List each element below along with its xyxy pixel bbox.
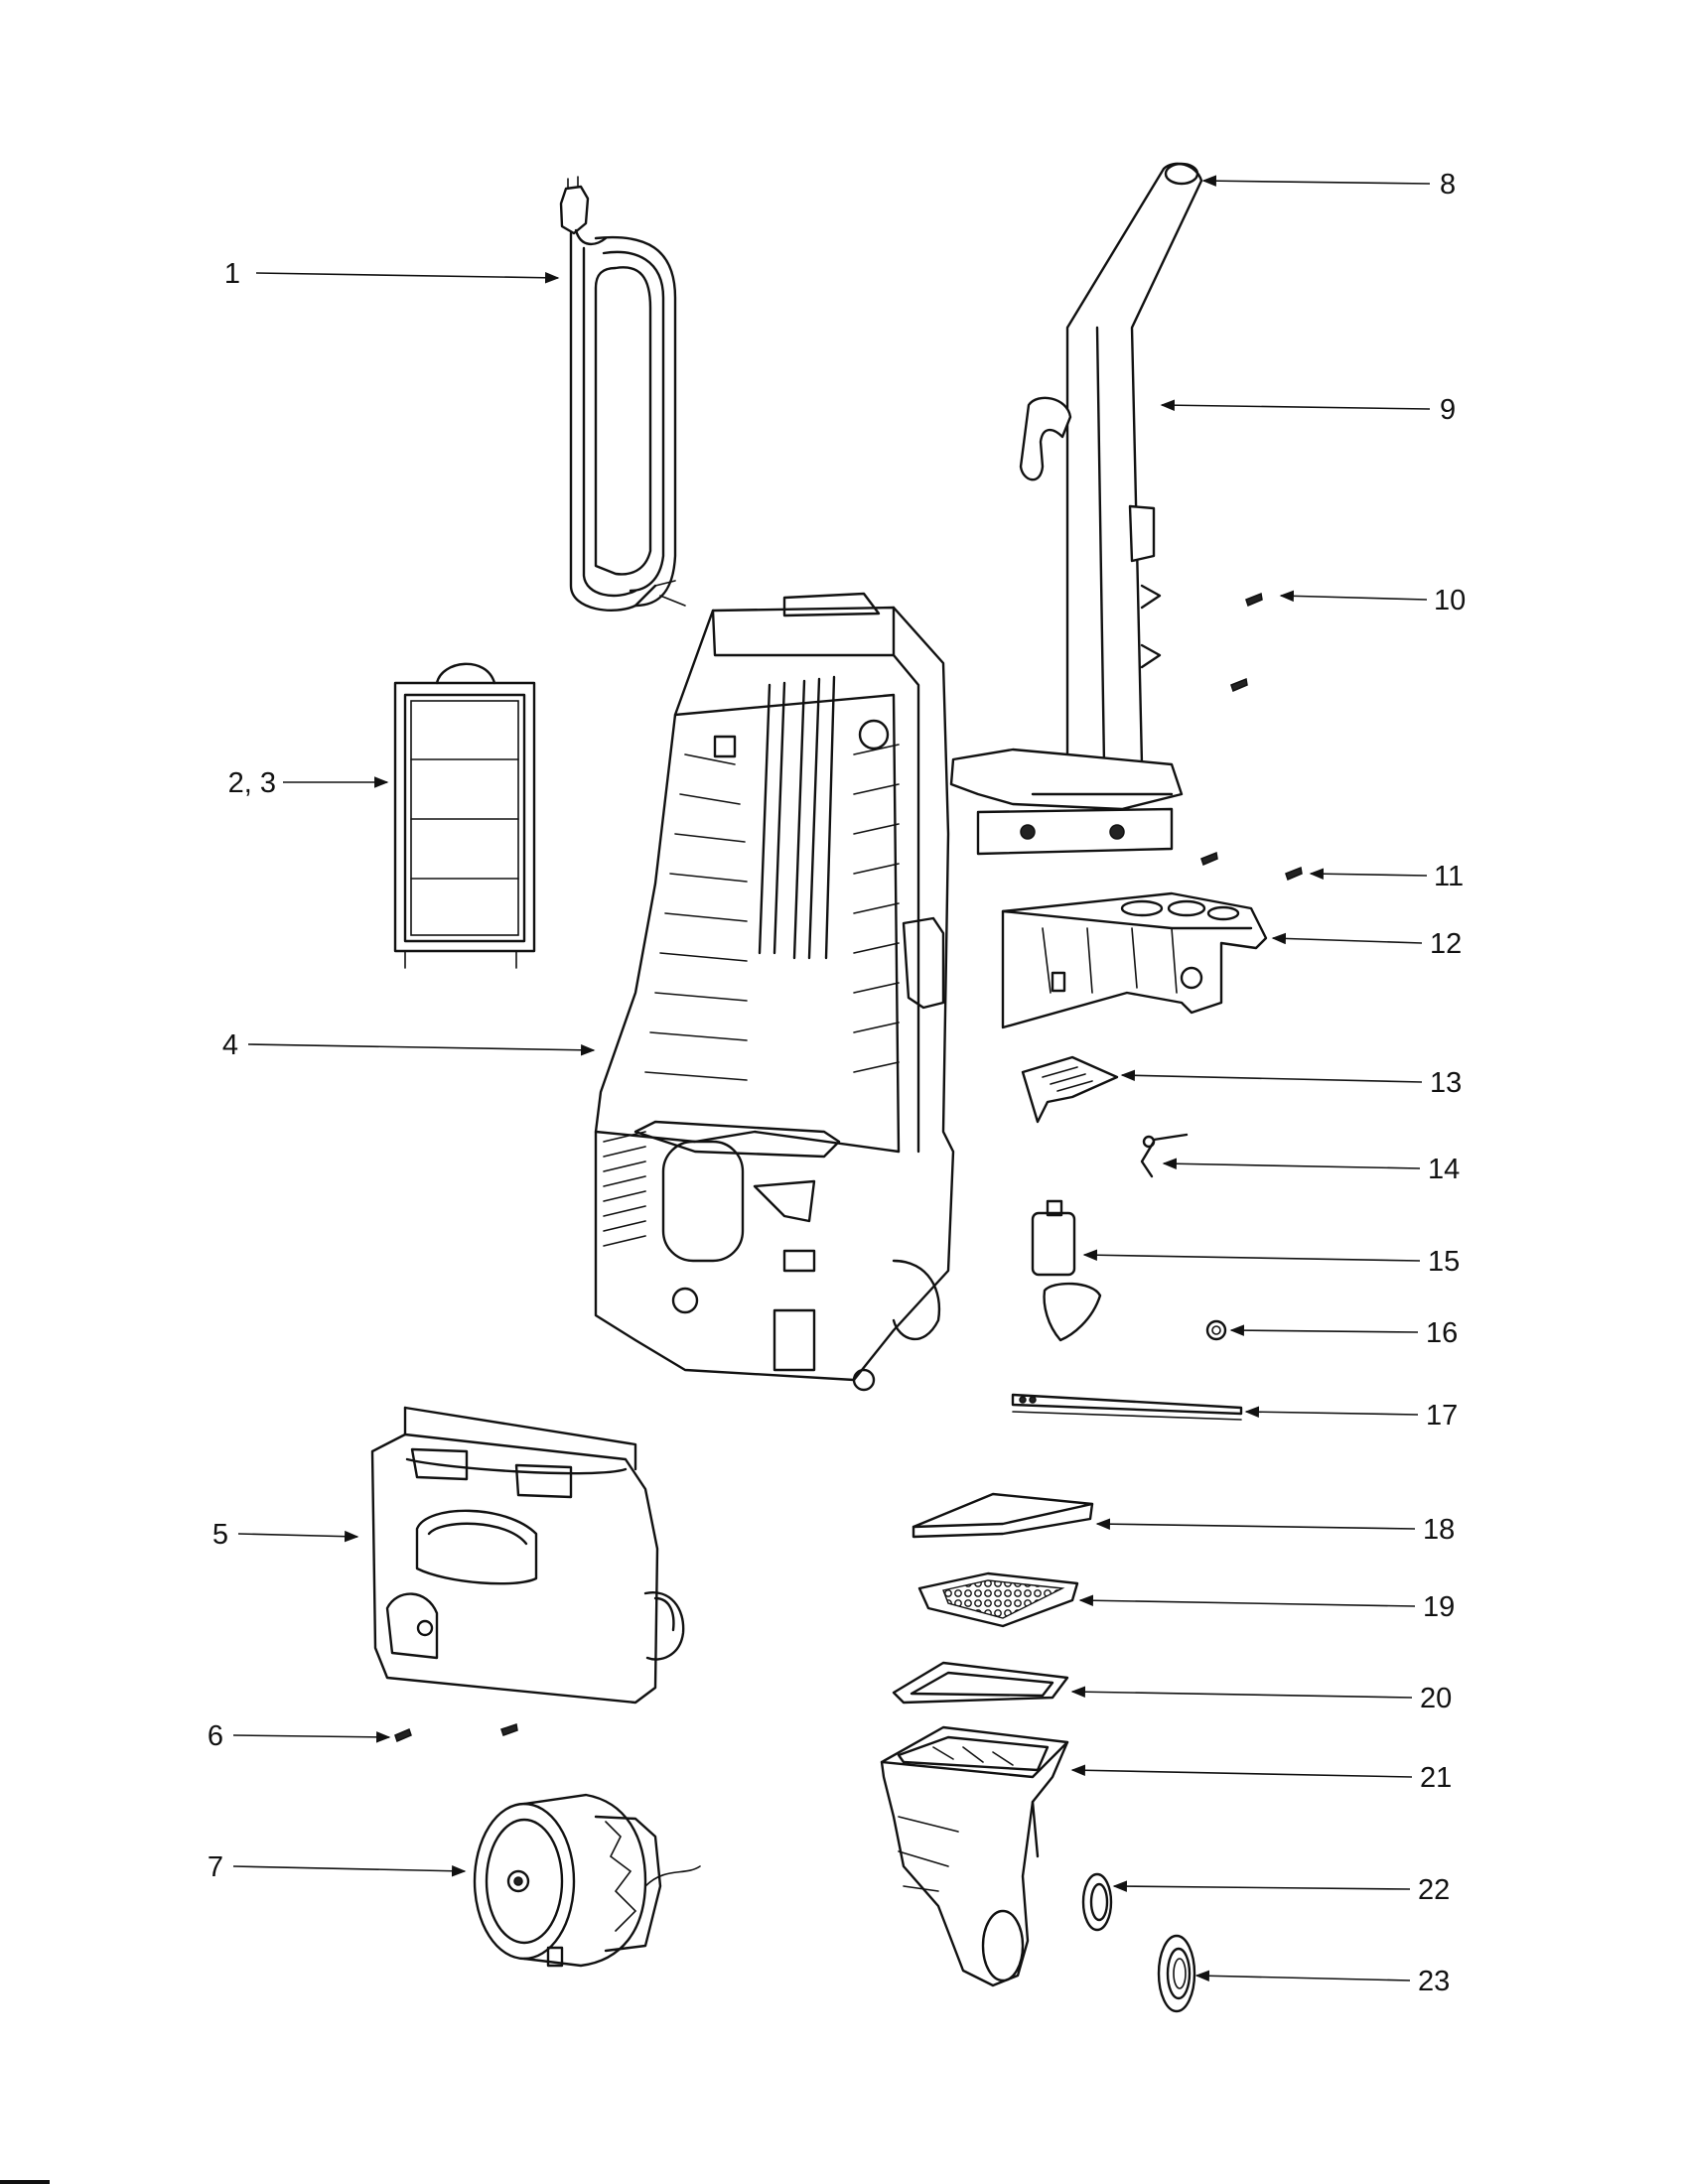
leader-16: [1229, 1324, 1419, 1336]
callout-label-10: 10: [1434, 585, 1466, 616]
rod-part: [1011, 1393, 1243, 1421]
callout-label-12: 12: [1430, 928, 1462, 960]
callout-labels: 1 2, 3 4 5 6 7 8 9 10 11 12 13 14 15 16 …: [208, 169, 1466, 1997]
base-cover-part: [370, 1406, 685, 1705]
leader-12: [1271, 932, 1423, 945]
callout-label-22: 22: [1418, 1874, 1450, 1906]
callout-label-1: 1: [224, 258, 240, 290]
callout-label-2-3: 2, 3: [228, 767, 276, 799]
leader-23: [1194, 1970, 1411, 1982]
callout-label-18: 18: [1423, 1514, 1455, 1546]
leader-14: [1162, 1158, 1421, 1170]
callout-label-14: 14: [1428, 1154, 1460, 1185]
upper-cover-part: [1001, 891, 1268, 1029]
main-housing-part: [594, 592, 955, 1392]
leader-13: [1120, 1069, 1423, 1083]
leader-7: [232, 1864, 467, 1877]
leader-8: [1201, 175, 1431, 187]
nut-part: [1205, 1319, 1227, 1341]
leader-5: [237, 1530, 359, 1543]
small-gasket-part: [1081, 1872, 1113, 1932]
callout-label-7: 7: [208, 1851, 223, 1883]
handle-part: [949, 162, 1203, 856]
leader-22: [1112, 1880, 1411, 1892]
large-gasket-part: [1157, 1934, 1196, 2013]
leader-6: [232, 1731, 391, 1743]
screws-part: [394, 1723, 518, 1743]
duct-part: [880, 1725, 1069, 1987]
callout-leaders: [232, 175, 1431, 1982]
callout-label-6: 6: [208, 1720, 223, 1752]
callout-label-19: 19: [1423, 1591, 1455, 1623]
callout-label-21: 21: [1420, 1762, 1452, 1794]
leader-10: [1279, 590, 1428, 603]
bracket-part: [1021, 1055, 1119, 1124]
callout-label-17: 17: [1426, 1400, 1458, 1432]
leader-1: [255, 272, 560, 284]
leader-21: [1070, 1764, 1413, 1778]
callout-label-20: 20: [1420, 1683, 1452, 1714]
leader-11: [1309, 868, 1428, 880]
power-cord-part: [559, 176, 686, 613]
page-edge-mark: [0, 2180, 50, 2184]
pad-part: [912, 1492, 1094, 1539]
spring-part: [1140, 1133, 1189, 1178]
leader-15: [1082, 1249, 1421, 1262]
switch-part: [1031, 1199, 1102, 1342]
leader-17: [1244, 1406, 1419, 1418]
callout-label-15: 15: [1428, 1246, 1460, 1278]
leader-20: [1070, 1686, 1413, 1699]
leader-18: [1095, 1518, 1416, 1530]
frame-part: [892, 1661, 1069, 1705]
callout-label-23: 23: [1418, 1966, 1450, 1997]
callout-label-4: 4: [222, 1029, 238, 1061]
leader-9: [1160, 399, 1431, 411]
leader-4: [247, 1043, 596, 1056]
callout-label-8: 8: [1440, 169, 1456, 201]
callout-label-9: 9: [1440, 394, 1456, 426]
mesh-screen-part: [917, 1571, 1079, 1628]
leader-19: [1078, 1594, 1416, 1607]
motor-part: [473, 1793, 701, 1968]
filter-part: [393, 662, 536, 969]
callout-label-13: 13: [1430, 1067, 1462, 1099]
callout-label-16: 16: [1426, 1317, 1458, 1349]
callout-label-5: 5: [212, 1519, 228, 1551]
callout-label-11: 11: [1434, 861, 1464, 892]
handle-screws-part: [1200, 592, 1303, 882]
